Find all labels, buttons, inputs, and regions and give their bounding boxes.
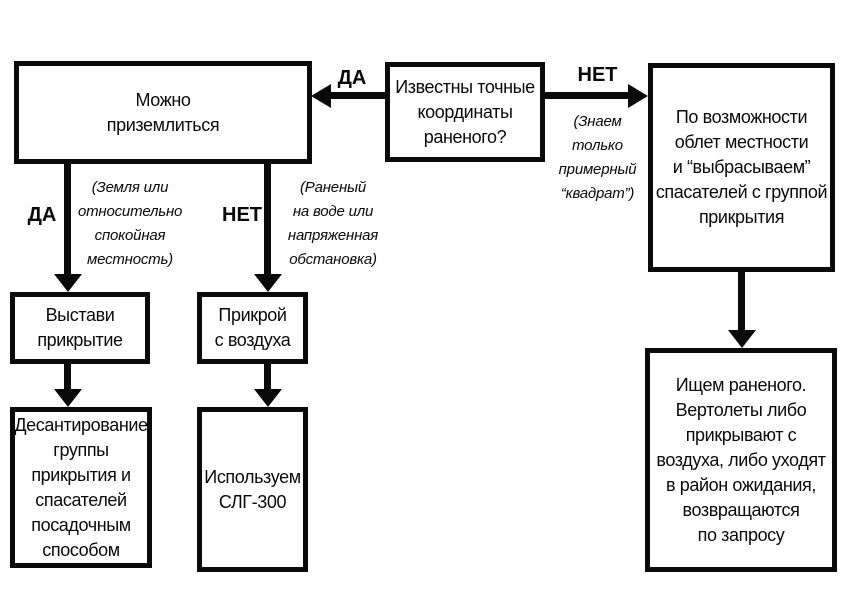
arrowhead-down-icon xyxy=(728,330,756,348)
connector-coords-to-overfly xyxy=(545,92,629,99)
edge-label-yes-top: ДА xyxy=(337,67,367,89)
note-calm-terrain: (Земля или относительно спокойная местно… xyxy=(78,179,183,268)
node-cover-from-air: Прикрой с воздуха xyxy=(197,292,308,364)
arrowhead-right-icon xyxy=(628,84,648,108)
edge-label-no-left: НЕТ xyxy=(222,204,262,226)
connector-coords-to-canland xyxy=(330,92,385,99)
note-water-or-tense: (Раненый на воде или напряженная обстано… xyxy=(287,179,379,268)
connector-coverair-to-slg300 xyxy=(264,364,271,391)
connector-canland-to-coverair xyxy=(264,164,271,276)
arrowhead-down-icon xyxy=(254,389,282,407)
node-can-land: Можно приземлиться xyxy=(14,61,312,164)
arrowhead-left-icon xyxy=(311,84,331,108)
node-search-wounded: Ищем раненого. Вертолеты либо прикрывают… xyxy=(645,348,837,572)
arrowhead-down-icon xyxy=(254,274,282,292)
arrowhead-down-icon xyxy=(54,274,82,292)
node-use-slg300: Используем СЛГ-300 xyxy=(197,407,308,572)
node-overfly-drop: По возможности облет местности и “выбрас… xyxy=(648,63,835,272)
node-landing-party: Десантирование группы прикрытия и спасат… xyxy=(10,407,152,568)
connector-overfly-to-search xyxy=(738,272,745,330)
node-coords-known: Известны точные координаты раненого? xyxy=(385,62,545,162)
connector-canland-to-setcover xyxy=(64,164,71,276)
note-approx-square: (Знаем только примерный “квадрат”) xyxy=(558,113,637,202)
edge-label-no-top: НЕТ xyxy=(577,64,618,86)
node-set-cover: Выстави прикрытие xyxy=(10,292,150,364)
arrowhead-down-icon xyxy=(54,389,82,407)
edge-label-yes-left: ДА xyxy=(27,204,57,226)
connector-setcover-to-landingparty xyxy=(64,364,71,391)
